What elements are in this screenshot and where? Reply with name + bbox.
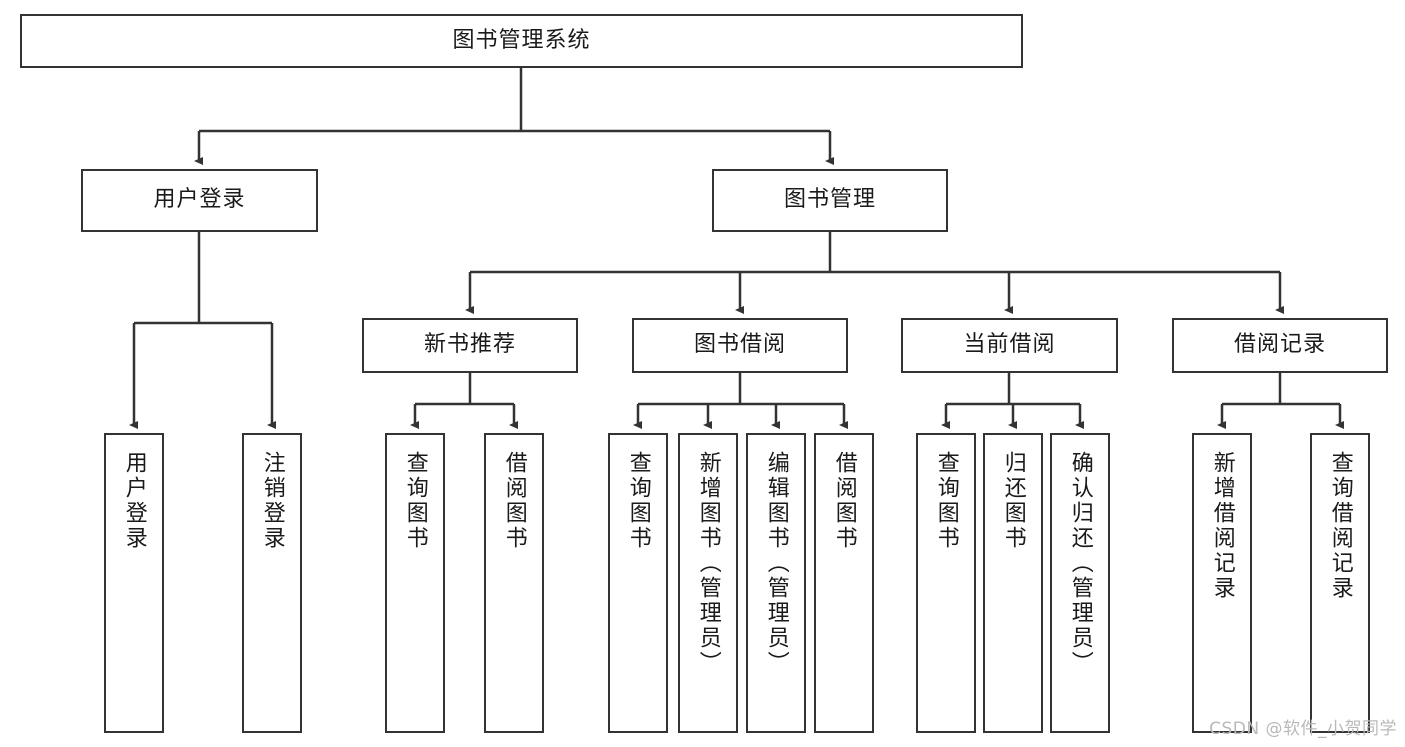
node-leaf-add-book-label: 新增图书（管理员） [695,451,721,676]
node-user-login[interactable]: 用户登录 [81,169,318,232]
node-leaf-query-record-label: 查询借阅记录 [1327,451,1353,601]
node-leaf-query-record[interactable]: 查询借阅记录 [1310,433,1370,733]
node-leaf-borrow-book-2-label: 借阅图书 [831,451,857,551]
node-current-borrow[interactable]: 当前借阅 [901,318,1118,373]
node-leaf-confirm-return-label: 确认归还（管理员） [1067,451,1093,676]
node-leaf-query-book-3-label: 查询图书 [933,451,959,551]
node-leaf-confirm-return[interactable]: 确认归还（管理员） [1050,433,1110,733]
node-leaf-query-book-2-label: 查询图书 [625,451,651,551]
node-leaf-return-book[interactable]: 归还图书 [983,433,1043,733]
node-borrow-record[interactable]: 借阅记录 [1172,318,1388,373]
node-new-book-rec-label: 新书推荐 [423,332,516,358]
node-leaf-add-book[interactable]: 新增图书（管理员） [678,433,738,733]
node-book-borrow[interactable]: 图书借阅 [632,318,848,373]
node-root-label: 图书管理系统 [452,27,591,53]
node-leaf-query-book-1-label: 查询图书 [402,451,428,551]
node-leaf-return-book-label: 归还图书 [1000,451,1026,551]
node-leaf-logout[interactable]: 注销登录 [242,433,302,733]
node-book-manage[interactable]: 图书管理 [712,169,948,232]
node-borrow-record-label: 借阅记录 [1233,332,1326,358]
node-leaf-user-login[interactable]: 用户登录 [104,433,164,733]
node-leaf-borrow-book-2[interactable]: 借阅图书 [814,433,874,733]
node-leaf-borrow-book-1[interactable]: 借阅图书 [484,433,544,733]
node-new-book-rec[interactable]: 新书推荐 [362,318,578,373]
node-leaf-query-book-1[interactable]: 查询图书 [385,433,445,733]
node-leaf-query-book-3[interactable]: 查询图书 [916,433,976,733]
node-root[interactable]: 图书管理系统 [20,14,1023,68]
node-leaf-edit-book-label: 编辑图书（管理员） [763,451,789,676]
watermark: CSDN @软件_小贺同学 [1209,719,1397,739]
node-leaf-query-book-2[interactable]: 查询图书 [608,433,668,733]
node-leaf-add-record-label: 新增借阅记录 [1209,451,1235,601]
node-leaf-add-record[interactable]: 新增借阅记录 [1192,433,1252,733]
node-leaf-edit-book[interactable]: 编辑图书（管理员） [746,433,806,733]
node-current-borrow-label: 当前借阅 [963,332,1056,358]
node-leaf-logout-label: 注销登录 [259,451,285,551]
node-book-manage-label: 图书管理 [783,187,876,213]
node-book-borrow-label: 图书借阅 [693,332,786,358]
node-user-login-label: 用户登录 [153,187,246,213]
node-leaf-borrow-book-1-label: 借阅图书 [501,451,527,551]
node-leaf-user-login-label: 用户登录 [121,451,147,551]
